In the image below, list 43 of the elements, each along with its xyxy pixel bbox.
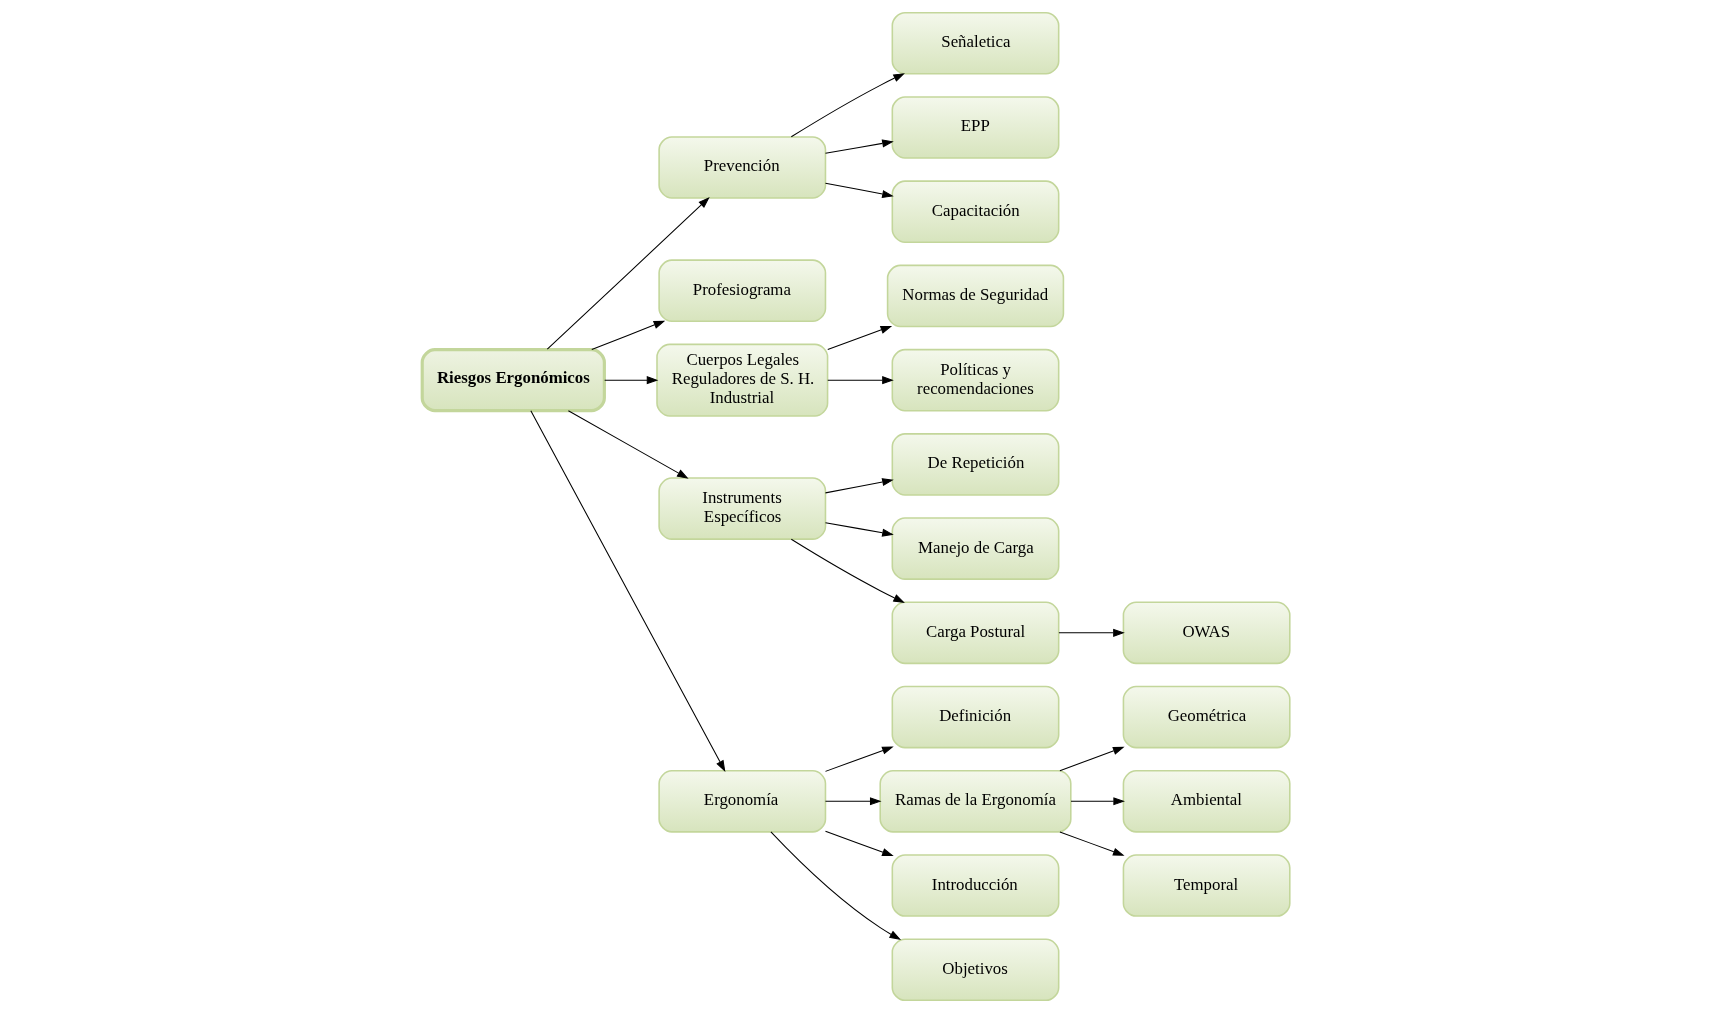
arrow xyxy=(529,410,725,772)
node-box: Objetivos xyxy=(891,938,1059,1002)
arrow xyxy=(567,410,689,479)
node-box: Ambiental xyxy=(1122,770,1291,833)
node-box: Profesiograma xyxy=(657,259,826,322)
node-box: Ramas de la Ergonomía xyxy=(878,770,1072,833)
node-box: Geométrica xyxy=(1122,685,1291,749)
node-box: OWAS xyxy=(1122,601,1291,665)
node-box: Definición xyxy=(891,685,1059,749)
arrow xyxy=(1058,746,1125,772)
node-box: De Repetición xyxy=(891,433,1059,496)
node-box: Señaletica xyxy=(891,11,1059,75)
node-box: Cuerpos Legales Reguladores de S. H. Industrial xyxy=(655,343,828,417)
node-box: Normas de Seguridad xyxy=(886,264,1064,328)
arrow xyxy=(1070,797,1125,806)
arrow xyxy=(824,182,894,199)
arrow xyxy=(826,325,892,350)
node-box: Capacitación xyxy=(891,180,1059,243)
arrow xyxy=(824,139,894,154)
node-box: Instruments Específicos xyxy=(657,477,826,540)
arrow xyxy=(603,376,658,385)
node-box: Riesgos Ergonómicos xyxy=(420,348,606,413)
arrow xyxy=(1058,831,1125,856)
arrow xyxy=(824,522,894,537)
arrow xyxy=(824,830,894,857)
node-box: EPP xyxy=(891,96,1059,159)
arrow xyxy=(546,197,710,350)
node-box: Temporal xyxy=(1122,854,1291,917)
arrow xyxy=(824,478,894,494)
arrow xyxy=(826,376,894,385)
node-box: Prevención xyxy=(657,136,826,199)
arrow xyxy=(790,538,905,603)
arrow xyxy=(590,320,665,351)
arrow xyxy=(824,797,882,806)
node-box: Introducción xyxy=(891,854,1059,917)
node-box: Carga Postural xyxy=(891,601,1059,665)
node-box: Manejo de Carga xyxy=(891,517,1059,580)
node-box: Ergonomía xyxy=(657,770,826,833)
arrow xyxy=(1057,628,1125,637)
arrow xyxy=(824,746,894,772)
node-box: Políticas y recomendaciones xyxy=(891,348,1059,412)
arrow xyxy=(769,831,901,940)
arrow xyxy=(790,73,905,138)
